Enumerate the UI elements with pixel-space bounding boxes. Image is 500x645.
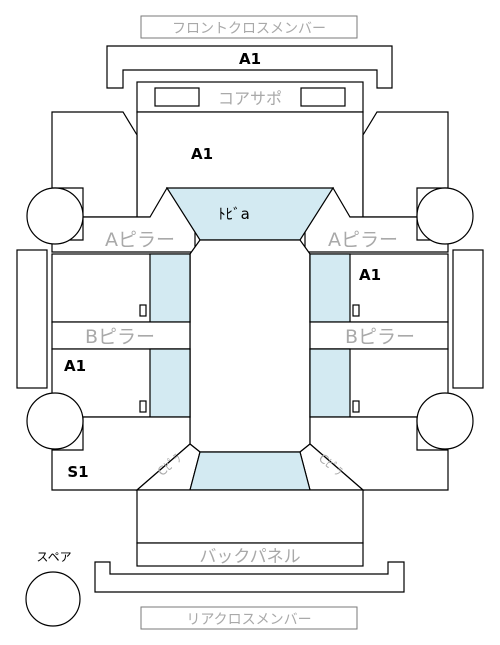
roof-label: ﾄﾋﾞa [218, 205, 250, 223]
front-cross-member-mark: A1 [239, 50, 261, 68]
spare-tire[interactable] [25, 571, 81, 627]
rear-window[interactable] [189, 451, 311, 491]
back-panel-label: バックパネル [199, 547, 300, 567]
front-cross-member-label: フロントクロスメンバー [172, 21, 326, 37]
left-rear-handle[interactable] [139, 400, 147, 413]
radiator-support-slot-right [300, 87, 346, 107]
right-rear-quarter[interactable] [309, 416, 449, 491]
trunk[interactable] [136, 489, 364, 544]
rear-cross-member-label-box [140, 606, 358, 630]
left-front-handle[interactable] [139, 304, 147, 317]
right-rear-handle[interactable] [352, 400, 360, 413]
front-cross-member[interactable] [106, 45, 393, 89]
radiator-support-label: コアサポ [218, 89, 282, 108]
radiator-support-slot-left [154, 87, 200, 107]
right-rear-wheel[interactable] [416, 392, 474, 450]
roof[interactable] [189, 239, 311, 453]
left-b-pillar-label: Bピラー [85, 326, 155, 348]
right-front-door-mark: A1 [359, 266, 381, 284]
rear-cross-member[interactable] [94, 561, 405, 593]
left-front-window [149, 253, 191, 323]
left-b-pillar[interactable] [51, 321, 191, 350]
right-front-fender[interactable] [362, 111, 449, 218]
right-b-pillar[interactable] [309, 321, 449, 350]
right-b-pillar-label: Bピラー [345, 326, 415, 348]
front-cross-member-label-box [140, 15, 358, 39]
right-a-pillar-label: Aピラー [328, 229, 398, 251]
left-rear-quarter[interactable] [51, 416, 191, 491]
left-rear-wheel[interactable] [26, 392, 84, 450]
rear-cross-member-label: リアクロスメンバー [186, 612, 311, 628]
left-rear-window [149, 348, 191, 418]
left-side-sill[interactable] [16, 249, 48, 389]
right-front-window [309, 253, 351, 323]
spare-label: スペア [36, 550, 71, 564]
right-side-sill[interactable] [452, 249, 484, 389]
right-front-handle[interactable] [352, 304, 360, 317]
left-a-pillar-label: Aピラー [105, 229, 175, 251]
back-panel[interactable] [136, 542, 364, 567]
left-rear-quarter-mark: S1 [67, 463, 88, 481]
left-front-wheel[interactable] [26, 187, 84, 245]
right-rear-window [309, 348, 351, 418]
hood-mark: A1 [191, 145, 213, 163]
right-front-wheel[interactable] [416, 187, 474, 245]
left-rear-door-mark: A1 [64, 357, 86, 375]
